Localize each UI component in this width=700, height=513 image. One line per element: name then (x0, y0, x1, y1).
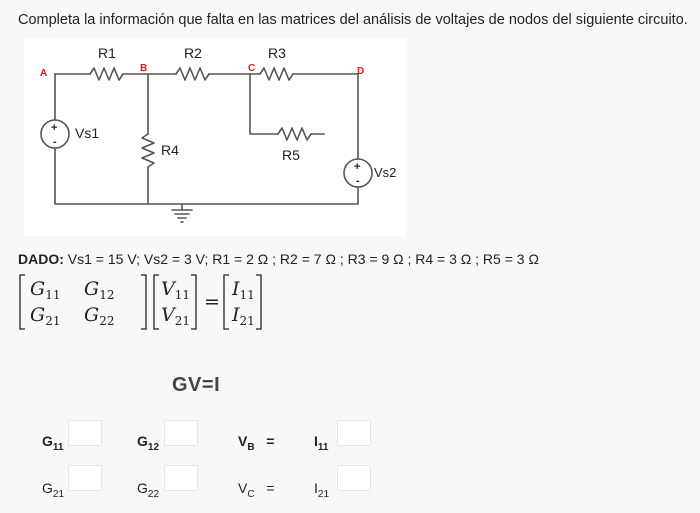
matrix-svg: G11 G12 G21 G22 V11 V21 = I11 I21 (19, 274, 262, 330)
node-a-label: A (40, 68, 47, 79)
r5-label: R5 (282, 147, 300, 163)
circuit-svg: + - + - A B C D R1 R2 R3 R4 R5 Vs1 Vs2 (40, 45, 396, 223)
i11-input[interactable] (337, 420, 371, 446)
r1-label: R1 (98, 45, 116, 61)
matrix-g21: G21 (30, 304, 60, 328)
g22-input[interactable] (164, 465, 198, 491)
g21-label: G21 (42, 480, 65, 500)
node-c-label: C (248, 63, 255, 74)
matrix-v21: V21 (161, 304, 190, 328)
wire-d (292, 73, 359, 159)
vs2-plus: + (354, 161, 360, 173)
resistor-r3 (259, 67, 294, 81)
r4-label: R4 (161, 142, 179, 158)
i11-label: I11 (314, 433, 329, 453)
given-label: DADO: (18, 251, 64, 267)
matrix-i21: I21 (231, 304, 255, 328)
vs1-label: Vs1 (75, 125, 99, 141)
r3-label: R3 (268, 45, 286, 61)
wire-r5 (249, 73, 279, 135)
i21-input[interactable] (337, 465, 371, 491)
g11-input[interactable] (68, 420, 102, 446)
node-b-label: B (140, 63, 147, 74)
g11-label: G11 (42, 433, 64, 453)
g-bracket-left (19, 274, 25, 330)
wire-left-bottom (54, 147, 359, 205)
question-text: Completa la información que falta en las… (18, 12, 688, 28)
g12-label: G12 (137, 433, 160, 453)
matrix-equals: = (204, 291, 220, 313)
matrix-g11: G11 (30, 278, 60, 302)
matrix-v11: V11 (161, 278, 190, 302)
source-vs2 (343, 158, 373, 188)
resistor-r5 (277, 127, 312, 141)
source-vs1 (40, 119, 70, 149)
matrix-g12: G12 (84, 278, 114, 302)
resistor-r1 (89, 67, 124, 81)
vs1-plus: + (51, 122, 57, 134)
r2-label: R2 (184, 45, 202, 61)
node-d-label: D (357, 66, 364, 77)
g-bracket-right (141, 274, 147, 330)
g12-input[interactable] (164, 420, 198, 446)
i21-label: I21 (314, 480, 330, 500)
i-bracket-right (256, 274, 262, 330)
vc-label: VC = (238, 480, 275, 500)
v-bracket-left (153, 274, 159, 330)
given-values: DADO: Vs1 = 15 V; Vs2 = 3 V; R1 = 2 Ω ; … (18, 251, 539, 267)
v-bracket-right (191, 274, 197, 330)
resistor-r4 (141, 133, 155, 168)
matrix-g22: G22 (84, 304, 114, 328)
vs2-label: Vs2 (374, 165, 396, 180)
given-values-text: Vs1 = 15 V; Vs2 = 3 V; R1 = 2 Ω ; R2 = 7… (67, 251, 539, 267)
ground-symbol (171, 209, 193, 223)
circuit-diagram: + - + - A B C D R1 R2 R3 R4 R5 Vs1 Vs2 (24, 38, 406, 236)
equation-gvi: GV=I (172, 374, 221, 396)
g21-input[interactable] (68, 465, 102, 491)
vs1-minus: - (53, 136, 57, 148)
resistor-r2 (175, 67, 210, 81)
matrix-equation: G11 G12 G21 G22 V11 V21 = I11 I21 (18, 272, 278, 339)
g22-label: G22 (137, 480, 160, 500)
i-bracket-left (223, 274, 229, 330)
vs2-minus: - (356, 175, 360, 187)
matrix-i11: I11 (231, 278, 255, 302)
vb-label: VB = (238, 433, 275, 453)
